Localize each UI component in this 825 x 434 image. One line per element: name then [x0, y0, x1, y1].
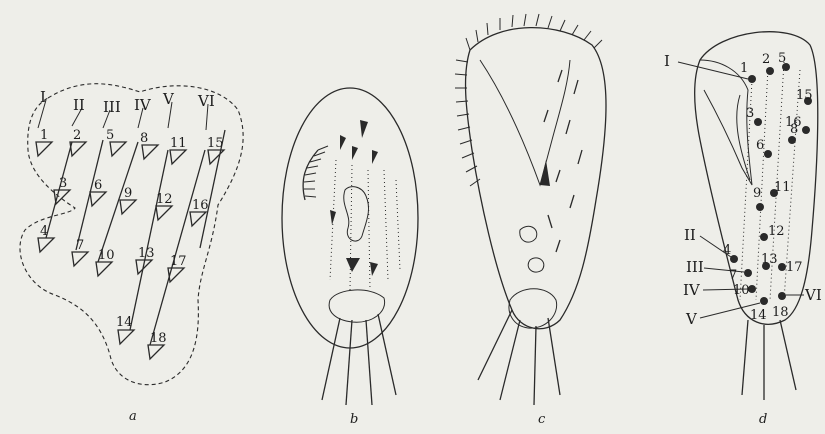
panel-d-row-label-2: II [684, 226, 696, 244]
panel-a-cirrus-5: 5 [106, 128, 114, 143]
panel-c-peristome-tip [540, 160, 550, 186]
panel-d-cirrus-9: 9 [753, 186, 761, 201]
panel-d-cirrus-5: 5 [778, 51, 786, 66]
panel-a-cirrus-9: 9 [124, 186, 132, 201]
panel-a-cirrus-18: 18 [150, 331, 167, 346]
panel-d-cirrus-3: 3 [746, 106, 754, 121]
panel-a-row-label-5: V [162, 90, 175, 108]
panel-c-caption: c [538, 412, 546, 427]
panel-d-cirrus-10: 10 [733, 283, 750, 298]
panel-d-cirrus-18: 18 [772, 305, 789, 320]
panel-b-frontal-cirri [330, 120, 378, 276]
panel-b-transverse-cirri [329, 290, 384, 322]
panel-b-cell-body [282, 88, 418, 348]
panel-d-cell-body [695, 32, 818, 325]
panel-d-caudal-cirri [742, 320, 796, 400]
panel-d-row-label-6: VI [804, 286, 822, 304]
panel-a-row-lines [38, 100, 225, 345]
panel-b-oral-apparatus [344, 187, 369, 241]
panel-d: I II III IV V VI 1 2 3 4 5 6 7 8 9 10 11… [664, 32, 822, 427]
panel-d-cirrus-4: 4 [723, 243, 731, 258]
panel-d-cirrus-2: 2 [762, 52, 770, 67]
panel-a-cirrus-14: 14 [116, 315, 133, 330]
panel-d-cirrus-11: 11 [774, 180, 791, 195]
panel-a-row-label-4: IV [134, 96, 152, 114]
panel-a-cirrus-7: 7 [76, 238, 84, 253]
panel-d-cirrus-15: 15 [796, 88, 813, 103]
panel-c-transverse-cirri [509, 289, 557, 328]
panel-a: I II III IV V VI 1 2 [20, 84, 243, 424]
panel-d-cirrus-13: 13 [761, 252, 778, 267]
panel-b: b [282, 88, 418, 427]
panel-a-cirrus-17: 17 [170, 254, 187, 269]
panel-d-cirrus-14: 14 [750, 308, 767, 323]
panel-c-cell-body [466, 28, 606, 329]
panel-d-cirrus-6: 6 [756, 138, 764, 153]
panel-a-cirrus-6: 6 [94, 178, 102, 193]
panel-a-cirrus-11: 11 [170, 136, 187, 151]
panel-a-cirrus-8: 8 [140, 131, 148, 146]
panel-a-row-label-2: II [73, 96, 85, 114]
panel-d-cirrus-16: 16 [785, 115, 802, 130]
panel-d-cirrus-7: 7 [729, 268, 737, 283]
panel-d-row-label-3: III [686, 258, 704, 276]
panel-a-cirrus-15: 15 [207, 136, 224, 151]
panel-a-cirrus-13: 13 [138, 246, 155, 261]
panel-a-cirrus-16: 16 [192, 198, 209, 213]
panel-d-row-label-1: I [664, 52, 670, 70]
panel-d-caption: d [759, 412, 767, 427]
panel-c: c [455, 14, 606, 427]
panel-d-peristome [700, 60, 752, 185]
panel-a-cirrus-2: 2 [73, 128, 81, 143]
panel-c-organelles [520, 226, 544, 272]
panel-a-row-label-1: I [40, 88, 46, 106]
panel-a-cirrus-3: 3 [59, 176, 67, 191]
panel-c-membranelles [455, 14, 602, 186]
panel-a-row-label-6: VI [197, 92, 215, 110]
panel-a-caption: a [129, 409, 137, 424]
panel-b-caudal-cirri [322, 314, 396, 405]
panel-a-cirrus-1: 1 [40, 128, 48, 143]
panel-c-caudal-cirri [478, 310, 560, 405]
panel-d-cirrus-17: 17 [786, 260, 803, 275]
panel-a-cirrus-10: 10 [98, 248, 115, 263]
panel-a-row-label-3: III [103, 98, 121, 116]
panel-d-cirrus-12: 12 [768, 224, 785, 239]
panel-b-caption: b [350, 412, 358, 427]
panel-a-cirrus-4: 4 [40, 224, 48, 239]
panel-b-membranelles [304, 146, 328, 197]
panel-d-row-label-5: V [685, 310, 698, 328]
panel-c-peristome [480, 60, 570, 185]
panel-a-cirrus-12: 12 [156, 192, 173, 207]
panel-d-row-label-4: IV [683, 281, 701, 299]
panel-d-cirrus-1: 1 [740, 61, 748, 76]
panel-a-dashed-outline [20, 84, 243, 385]
